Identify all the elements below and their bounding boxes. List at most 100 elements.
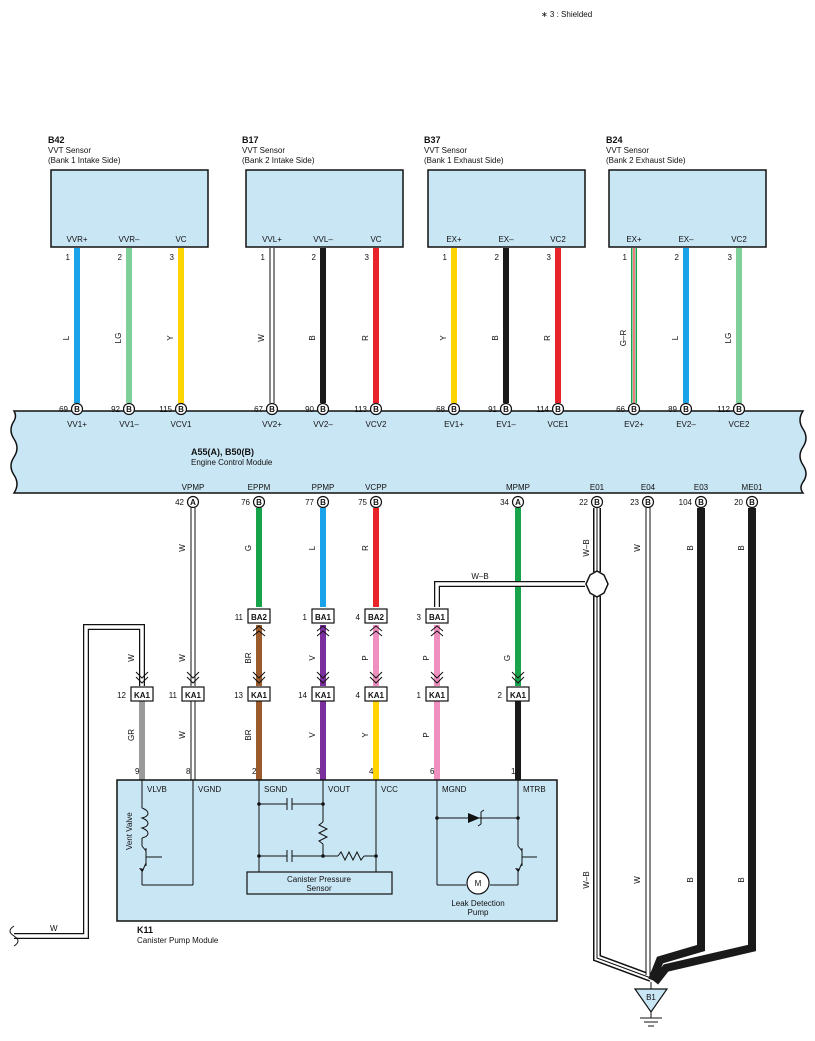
- connector-code: BA1: [429, 613, 446, 622]
- wire-e01: [593, 508, 653, 982]
- pin-circle: [499, 402, 513, 416]
- wire-color-label: Y: [166, 335, 175, 341]
- wire-color-label: R: [361, 335, 370, 341]
- pin-circle: [369, 402, 383, 416]
- pin-circle: [641, 495, 655, 509]
- wire-color-label: W–B: [471, 572, 488, 581]
- ground-connector-icon: [633, 988, 669, 1014]
- coil-icon: [140, 807, 149, 839]
- ecm-pin-number: 68: [436, 405, 445, 414]
- sensor-b17: B17 VVT Sensor (Bank 2 Intake Side): [242, 135, 404, 248]
- pin-circle: [265, 402, 279, 416]
- connector-ba1-3: 3 BA1: [417, 608, 449, 637]
- wire-color-label: B: [737, 877, 746, 882]
- terminal-label: PPMP: [312, 483, 335, 492]
- pump-terminal-label: MTRB: [523, 785, 546, 794]
- connector-tag: [506, 686, 530, 702]
- sensor-pin-number: 1: [623, 253, 628, 262]
- connector-letter: B: [373, 498, 379, 507]
- sensor-terminal-label: VC: [370, 235, 381, 244]
- ecm-pin-e03: E03 104 B: [679, 483, 709, 509]
- connector-letter: B: [503, 405, 509, 414]
- pump-module-name: Canister Pump Module: [137, 936, 219, 945]
- connector-tag: [181, 686, 205, 702]
- wire-color-label: R: [543, 335, 552, 341]
- pump-pin-number: 6: [430, 767, 435, 776]
- sensor-sub: (Bank 1 Intake Side): [48, 156, 121, 165]
- connector-letter: B: [320, 405, 326, 414]
- wire-color-label: L: [62, 335, 71, 340]
- wire-color-label: G–R: [619, 330, 628, 347]
- wire-color-label: W: [50, 924, 58, 933]
- ecm-terminal-label: VCV1: [171, 420, 192, 429]
- sensor-wire-b42-1: VVR+1L: [62, 235, 88, 403]
- sensor-wire-b24-1: EX+ 1G–R: [619, 235, 642, 403]
- pressure-sensor-label: Sensor: [306, 884, 332, 893]
- wire-color-label: GR: [127, 729, 136, 741]
- pin-number: 76: [241, 498, 250, 507]
- sensor-code: B42: [48, 135, 65, 145]
- connector-pin: 1: [303, 613, 308, 622]
- ecm-pin-number: 66: [616, 405, 625, 414]
- wire-color-label: W: [178, 731, 187, 739]
- ecm-terminal-label: EV2–: [676, 420, 696, 429]
- wire-color-label: LG: [114, 333, 123, 344]
- ecm-pin-number: 89: [668, 405, 677, 414]
- sensor-wire-b24-2: EX–2L: [671, 235, 694, 403]
- pin-circle: [174, 402, 188, 416]
- sensor-pin-number: 1: [261, 253, 266, 262]
- sensor-wires: VVR+1LVVR–2LGVC3YVVL+1WVVL–2BVC3REX+1YEX…: [62, 235, 747, 403]
- pin-circle: [679, 402, 693, 416]
- sensor-terminal-label: EX+: [626, 235, 642, 244]
- connector-tag: [364, 686, 388, 702]
- connector-chevron-icon: [430, 671, 444, 684]
- connector-code: KA1: [429, 691, 446, 700]
- ecm-code: A55(A), B50(B): [191, 447, 254, 457]
- sensor-code: B24: [606, 135, 623, 145]
- sensor-sub: (Bank 2 Intake Side): [242, 156, 315, 165]
- connector-code: KA1: [315, 691, 332, 700]
- connector-tag: [311, 608, 335, 624]
- ecm-pin-number: 112: [717, 405, 730, 414]
- connector-letter: B: [74, 405, 80, 414]
- terminal-label: MPMP: [506, 483, 530, 492]
- wire-color-label: W: [257, 334, 266, 342]
- diode-icon: [468, 813, 480, 823]
- pin-circle: [369, 495, 383, 509]
- sensor-terminal-label: EX+: [446, 235, 462, 244]
- sensor-box: [608, 169, 767, 248]
- wire-color-label: R: [361, 545, 370, 551]
- pin-number: 23: [630, 498, 639, 507]
- sensor-wire-b42-2: VVR–2LG: [114, 235, 140, 403]
- connector-pin: 11: [169, 691, 178, 700]
- connector-code: BA2: [368, 613, 385, 622]
- connector-pin: 1: [417, 691, 422, 700]
- connector-letter: B: [373, 405, 379, 414]
- ecm-pin-e04: E04 23 B: [630, 483, 656, 509]
- connector-ka1-2: 2 KA1: [498, 671, 530, 702]
- ecm-pin-ppmp: PPMP 77 B: [305, 483, 335, 509]
- pressure-sensor-label: Canister Pressure: [287, 875, 352, 884]
- ecm-terminal-label: VCV2: [366, 420, 387, 429]
- pin-circle: [745, 495, 759, 509]
- wire-color-label: W–B: [582, 871, 591, 888]
- terminal-label: VPMP: [182, 483, 205, 492]
- pin-circle: [252, 495, 266, 509]
- shielded-note: ∗ 3 : Shielded: [541, 10, 592, 19]
- sensor-pin-number: 2: [495, 253, 500, 262]
- connector-chevron-icon: [430, 625, 444, 637]
- wire-color-label: G: [244, 545, 253, 551]
- sensor-wire-b37-1: EX+1Y: [439, 235, 462, 403]
- ecm-pin-number: 90: [305, 405, 314, 414]
- terminal-label: VCPP: [365, 483, 387, 492]
